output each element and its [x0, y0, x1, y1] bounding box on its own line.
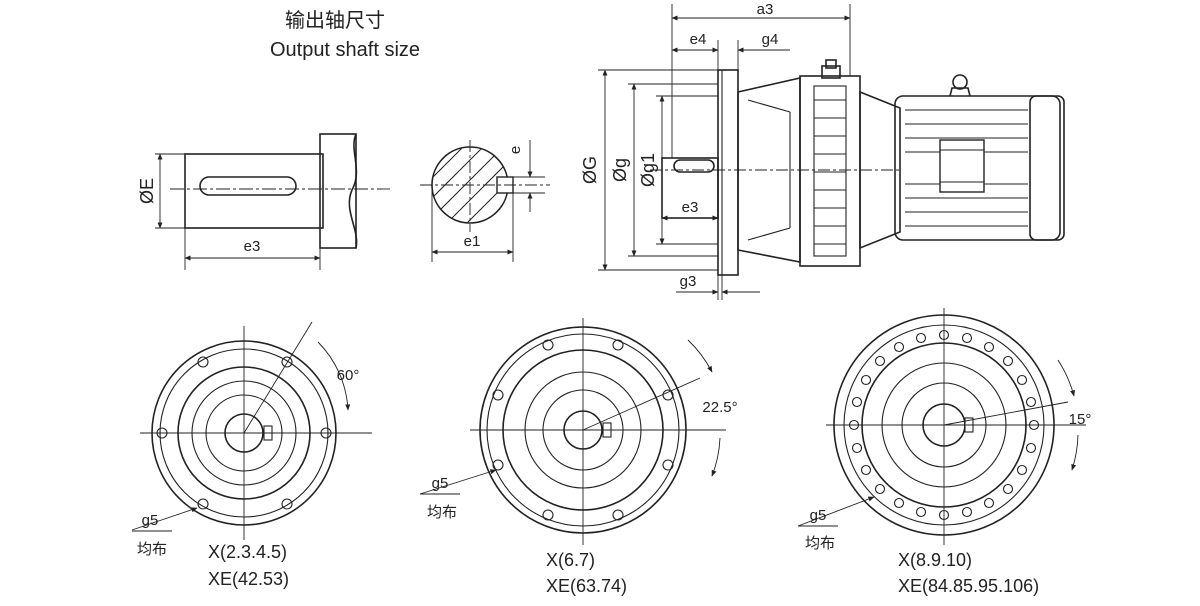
- key-depth-label: e: [507, 146, 524, 154]
- flange2-hole-label: g5: [432, 475, 449, 492]
- flange1-model-xe: XE(42.53): [208, 569, 289, 589]
- flange-view-2: 22.5° g5 均布 X(6.7) XE(63.74): [419, 318, 738, 596]
- flange-view-1: 60° g5 均布 X(2.3.4.5) XE(42.53): [131, 321, 372, 589]
- dim-dG: ØG: [580, 156, 600, 184]
- key-section-view: e e1: [420, 140, 550, 262]
- flange1-hole-label: g5: [142, 512, 159, 529]
- dim-dg1: Øg1: [638, 153, 658, 187]
- flange3-angle: 15°: [1069, 411, 1092, 428]
- shaft-length-label: e3: [244, 238, 261, 255]
- dim-e4: e4: [690, 31, 707, 48]
- flange1-spread-label: 均布: [137, 541, 167, 558]
- flange2-angle: 22.5°: [702, 399, 737, 416]
- title-zh: 输出轴尺寸: [285, 9, 385, 32]
- dim-e3-side: e3: [682, 199, 699, 216]
- flange-view-3: 15° g5 均布 X(8.9.10) XE(84.85.95.106): [797, 308, 1092, 596]
- flange1-model-x: X(2.3.4.5): [208, 542, 287, 562]
- dim-g4: g4: [762, 31, 779, 48]
- shaft-diameter-label: ØE: [137, 178, 157, 204]
- flange2-model-x: X(6.7): [546, 550, 595, 570]
- dim-g3: g3: [680, 273, 697, 290]
- flange1-angle: 60°: [337, 367, 360, 384]
- flange2-spread-label: 均布: [427, 504, 457, 521]
- flange3-spread-label: 均布: [805, 535, 835, 552]
- flange3-model-x: X(8.9.10): [898, 550, 972, 570]
- dim-dg: Øg: [610, 158, 630, 182]
- dim-a3: a3: [757, 1, 774, 18]
- shaft-view: ØE e3: [137, 133, 390, 270]
- key-width-label: e1: [464, 233, 481, 250]
- flange2-model-xe: XE(63.74): [546, 576, 627, 596]
- title-en: Output shaft size: [270, 39, 420, 61]
- flange3-hole-label: g5: [810, 507, 827, 524]
- side-view: a3 e4 g4 ØG Øg Øg1 e3 g3: [580, 1, 1065, 300]
- flange3-model-xe: XE(84.85.95.106): [898, 576, 1039, 596]
